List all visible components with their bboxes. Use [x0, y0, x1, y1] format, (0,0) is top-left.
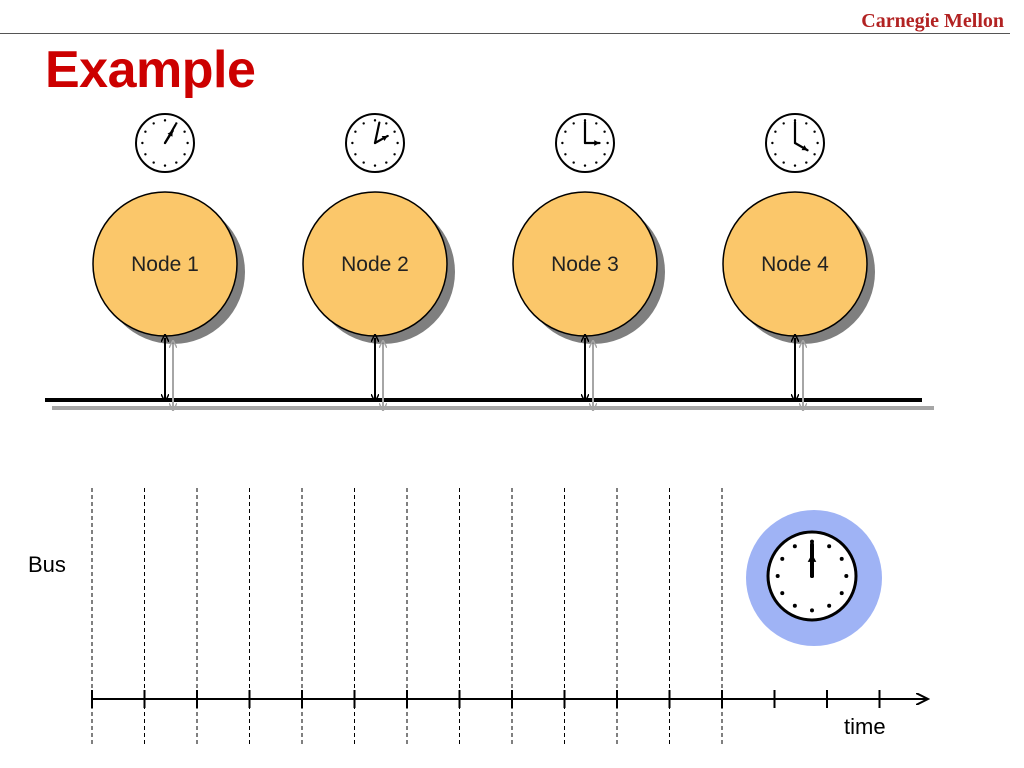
- clock-tick: [572, 122, 575, 125]
- clock-tick: [564, 130, 567, 133]
- clock-tick: [163, 164, 167, 167]
- brand-logo-text: Carnegie Mellon: [861, 10, 1004, 32]
- clock-hand-tip: [594, 140, 600, 146]
- clock-tick: [810, 608, 814, 613]
- node-label: Node 3: [551, 253, 619, 276]
- clock-hand-tip: [801, 145, 808, 151]
- clock-tick: [152, 122, 155, 125]
- clock-tick: [782, 122, 785, 125]
- clock-tick: [805, 122, 808, 125]
- clock-tick: [561, 141, 564, 145]
- clock-tick: [827, 603, 832, 608]
- clock-tick: [362, 122, 365, 125]
- clock-tick: [603, 130, 606, 133]
- clock-tick: [595, 122, 598, 125]
- clock-minute-hand: [373, 121, 381, 145]
- node-3: Node 3: [512, 113, 665, 407]
- slot-boundaries: [91, 488, 723, 745]
- node-2: Node 2: [302, 113, 455, 407]
- clock-tick: [183, 130, 186, 133]
- clock-tick: [362, 161, 365, 164]
- node-clock-icon: [555, 113, 615, 173]
- time-axis-label: time: [844, 714, 886, 739]
- nodes-layer: Node 1 Node 2 Node 3 Node 4: [92, 113, 875, 407]
- node-clock-icon: [135, 113, 195, 173]
- global-clock: [746, 510, 882, 646]
- clock-tick: [774, 130, 777, 133]
- clock-tick: [163, 119, 167, 122]
- clock-tick: [396, 141, 399, 145]
- clock-hand-tip: [807, 554, 817, 562]
- clock-tick: [813, 130, 816, 133]
- clock-tick: [839, 556, 844, 561]
- global-clock-icon: [766, 530, 858, 622]
- node-clock-icon: [345, 113, 405, 173]
- clock-tick: [351, 141, 354, 145]
- clock-tick: [780, 556, 785, 561]
- clock-tick: [775, 574, 780, 578]
- clock-tick: [782, 161, 785, 164]
- clock-tick: [572, 161, 575, 164]
- clock-tick: [186, 141, 189, 145]
- clock-tick: [595, 161, 598, 164]
- clock-tick: [771, 141, 774, 145]
- node-1: Node 1: [92, 113, 245, 407]
- clock-tick: [385, 122, 388, 125]
- clock-tick: [774, 153, 777, 156]
- clock-tick: [373, 119, 377, 122]
- clock-tick: [813, 153, 816, 156]
- node-label: Node 2: [341, 253, 409, 276]
- slide-title: Example: [45, 41, 256, 99]
- clock-tick: [393, 130, 396, 133]
- node-clock-icon: [765, 113, 825, 173]
- timeline: Bus time: [28, 488, 928, 745]
- clock-tick: [141, 141, 144, 145]
- clock-tick: [373, 164, 377, 167]
- axis-ticks: [91, 690, 881, 708]
- clock-tick: [606, 141, 609, 145]
- clock-tick: [827, 544, 832, 549]
- clock-tick: [564, 153, 567, 156]
- clock-tick: [583, 164, 587, 167]
- clock-tick: [805, 161, 808, 164]
- clock-tick: [839, 591, 844, 596]
- clock-hand-tip: [167, 130, 173, 137]
- clock-tick: [583, 119, 587, 122]
- clock-tick: [393, 153, 396, 156]
- bus-row-label: Bus: [28, 552, 66, 577]
- clock-tick: [792, 603, 797, 608]
- clock-hand-tip: [381, 135, 388, 142]
- node-4: Node 4: [722, 113, 875, 407]
- clock-tick: [793, 164, 797, 167]
- clock-tick: [385, 161, 388, 164]
- clock-tick: [144, 153, 147, 156]
- clock-tick: [175, 161, 178, 164]
- header-divider: [0, 33, 1010, 34]
- clock-tick: [793, 119, 797, 122]
- node-label: Node 4: [761, 253, 829, 276]
- clock-tick: [152, 161, 155, 164]
- node-label: Node 1: [131, 253, 199, 276]
- clock-tick: [354, 153, 357, 156]
- clock-tick: [603, 153, 606, 156]
- clock-tick: [144, 130, 147, 133]
- clock-tick: [816, 141, 819, 145]
- clock-tick: [792, 544, 797, 549]
- clock-tick: [354, 130, 357, 133]
- clock-tick: [780, 591, 785, 596]
- clock-tick: [844, 574, 849, 578]
- clock-tick: [183, 153, 186, 156]
